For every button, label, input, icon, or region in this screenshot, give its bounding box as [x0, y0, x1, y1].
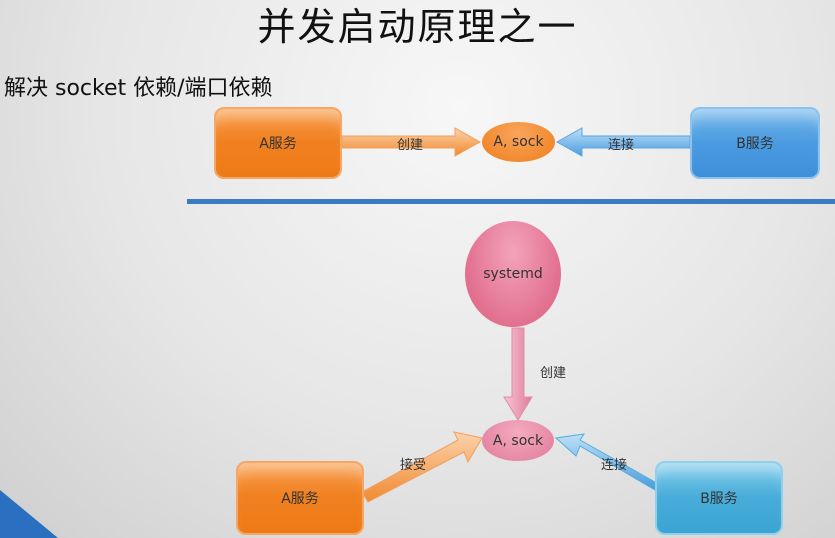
arrow-b-connect — [554, 433, 656, 491]
connect-label-top: 连接 — [608, 138, 635, 153]
arrow-a-accept — [361, 431, 483, 503]
arrow-systemd-create — [503, 327, 533, 421]
socket-node-top: A, sock — [482, 122, 555, 162]
b-service-box-top: B服务 — [690, 107, 820, 179]
create-label-top: 创建 — [397, 138, 424, 153]
a-service-box-top: A服务 — [214, 107, 342, 179]
divider-line — [187, 199, 835, 204]
connect-label-bottom: 连接 — [601, 458, 628, 473]
socket-node-bottom: A, sock — [482, 420, 554, 461]
arrow-a-create-top — [341, 127, 482, 157]
create-label-bottom: 创建 — [540, 366, 567, 381]
b-service-box-bottom: B服务 — [655, 461, 783, 535]
systemd-node: systemd — [465, 221, 561, 327]
a-service-box-bottom: A服务 — [236, 461, 364, 535]
slide-subtitle: 解决 socket 依赖/端口依赖 — [4, 76, 273, 101]
arrow-b-connect-top — [555, 127, 691, 157]
slide-corner-decoration — [0, 490, 58, 538]
slide-title: 并发启动原理之一 — [257, 5, 578, 49]
accept-label: 接受 — [400, 458, 427, 473]
